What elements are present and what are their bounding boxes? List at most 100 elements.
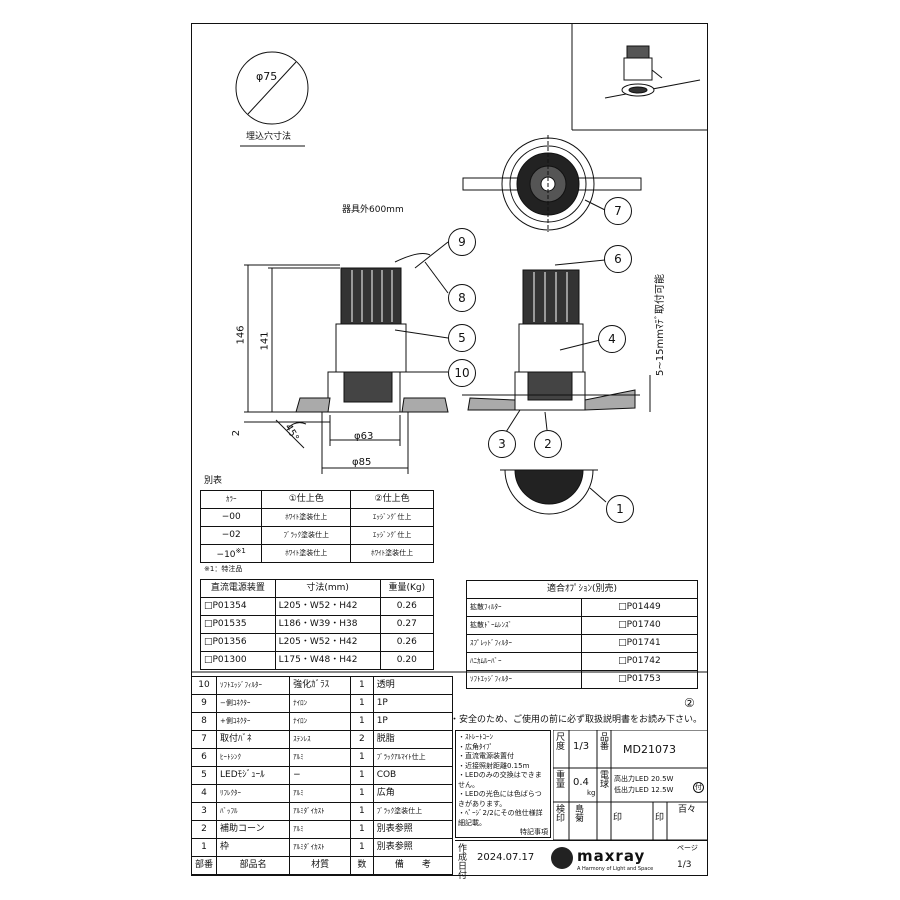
part-qty: 1 (350, 820, 374, 839)
scale-value: 1/3 (573, 741, 590, 752)
note-line: ・ﾍﾟｰｼﾞ2/2にその他仕様詳細記載。 (458, 809, 543, 827)
lamp-included-mark: 付 (693, 782, 704, 793)
part-no: 3 (190, 802, 218, 821)
cable-length-label: 器具外600mm (342, 205, 404, 215)
callout-2: 2 (534, 430, 562, 458)
color-code: −02 (199, 526, 263, 545)
power-weight: 0.26 (379, 597, 435, 616)
page-count: 百々 (678, 805, 697, 815)
callout-8: 8 (448, 284, 476, 312)
callout-7: 7 (604, 197, 632, 225)
parts-header: 部番部品名材質数備 考 (190, 856, 454, 875)
part-note: 1P (372, 694, 454, 713)
part-material: ﾅｲﾛﾝ (289, 694, 352, 713)
part-no: 4 (190, 784, 218, 803)
power-weight: 0.26 (379, 633, 435, 652)
option-code: □P01753 (580, 670, 699, 689)
part-qty: 1 (350, 712, 374, 731)
power-header: 重量(Kg) (379, 579, 435, 598)
option-code: □P01740 (580, 616, 699, 635)
date-label: 作成日付 (458, 844, 468, 881)
color-finish-1: ﾎﾜｲﾄ塗装仕上 (261, 544, 352, 563)
stamp-2: 印 (655, 813, 665, 823)
color-finish-2: ｴｯｼﾞﾝｸﾞ仕上 (350, 508, 434, 527)
diameter-85: φ85 (352, 457, 372, 468)
part-name: LEDﾓｼﾞｭｰﾙ (216, 766, 291, 785)
part-material: ｱﾙﾐ (289, 748, 352, 767)
note-line: ・広角ﾀｲﾌﾟ (458, 742, 493, 751)
power-size: L205・W52・H42 (274, 633, 381, 652)
height-146: 146 (235, 325, 247, 345)
parts-col-header: 材質 (289, 856, 352, 875)
callout-10: 10 (448, 359, 476, 387)
lamp-high: 高出力LED 20.5W (614, 775, 674, 783)
parts-col-header: 備 考 (372, 856, 454, 875)
callout-5: 5 (448, 324, 476, 352)
color-code: −10※1 (199, 544, 263, 563)
title-block: 尺度 1/3 品番 MD21073 重量 0.4 kg 電球 高出力LED 20… (553, 730, 708, 840)
brand-tagline: A Harmony of Light and Space (577, 866, 654, 872)
color-code-text: −10 (216, 549, 236, 560)
part-qty: 1 (350, 694, 374, 713)
note-line: ・ｽﾄﾚｰﾄｺｰﾝ (458, 733, 493, 741)
notes-title: 特記事項 (520, 828, 548, 836)
power-size: L205・W52・H42 (274, 597, 381, 616)
option-name: 拡散ﾄﾞｰﾑﾚﾝｽﾞ (466, 616, 582, 635)
note-line: ・直流電源装置付 (458, 752, 514, 760)
power-model: □P01354 (200, 597, 276, 616)
part-no: 8 (190, 712, 218, 731)
drawing-sheet (191, 23, 708, 876)
part-note: 別表参照 (372, 838, 454, 857)
checker-name: 島菊 (575, 805, 585, 824)
part-note: ﾌﾞﾗｯｸｱﾙﾏｲﾄ仕上 (372, 748, 454, 767)
height-2: 2 (231, 429, 243, 437)
part-note: 脱脂 (372, 730, 454, 749)
parts-col-header: 数 (350, 856, 374, 875)
part-qty: 1 (350, 802, 374, 821)
power-model: □P01535 (200, 615, 276, 634)
part-no: 2 (190, 820, 218, 839)
color-table: ｶﾗｰ ①仕上色 ②仕上色 −00 ﾎﾜｲﾄ塗装仕上 ｴｯｼﾞﾝｸﾞ仕上 −02… (199, 490, 434, 563)
part-note: COB (372, 766, 454, 785)
lamp-low: 低出力LED 12.5W (614, 786, 674, 794)
stamp-1: 印 (613, 813, 623, 823)
ceiling-range-label: 5~15mmﾏﾃﾞ取付可能 (654, 274, 666, 376)
part-note: 広角 (372, 784, 454, 803)
check-label: 検印 (556, 805, 566, 824)
part-note: 別表参照 (372, 820, 454, 839)
part-material: 強化ｶﾞﾗｽ (289, 676, 352, 695)
color-finish-1: ﾎﾜｲﾄ塗装仕上 (261, 508, 352, 527)
creation-date: 2024.07.17 (477, 852, 535, 863)
power-size: L186・W39・H38 (274, 615, 381, 634)
callout-9: 9 (448, 228, 476, 256)
part-no: 5 (190, 766, 218, 785)
part-name: 枠 (216, 838, 291, 857)
note-line: ・近接照射距離0.15m (458, 761, 530, 770)
power-weight: 0.20 (379, 651, 435, 670)
option-name: ｽﾌﾟﾚｯﾄﾞﾌｨﾙﾀｰ (466, 634, 582, 653)
power-weight: 0.27 (379, 615, 435, 634)
part-note: 透明 (372, 676, 454, 695)
side-view-left (244, 253, 449, 474)
brand-name: maxray (577, 847, 646, 865)
safety-notice: ・安全のため、ご使用の前に必ず取扱説明書をお読み下さい。 (450, 715, 703, 725)
part-name: ﾘﾌﾚｸﾀｰ (216, 784, 291, 803)
color-header-1: ①仕上色 (261, 490, 352, 509)
color-code: −00 (199, 508, 263, 527)
color-finish-1: ﾌﾞﾗｯｸ塗装仕上 (261, 526, 352, 545)
part-qty: 2 (350, 730, 374, 749)
part-qty: 1 (350, 766, 374, 785)
side-view-right (462, 269, 651, 515)
scale-label: 尺度 (556, 733, 566, 752)
part-material: ｽﾃﾝﾚｽ (289, 730, 352, 749)
